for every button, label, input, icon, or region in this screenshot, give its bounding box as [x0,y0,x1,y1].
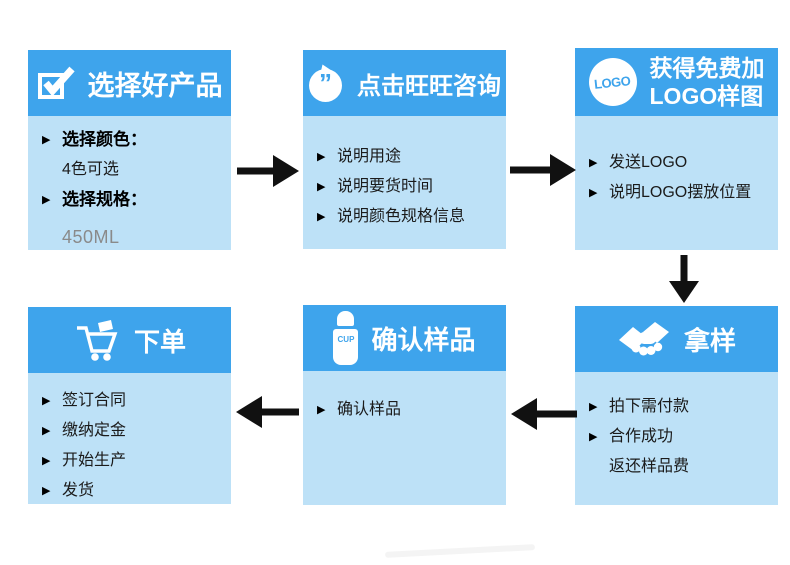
list-item: ▶ 发送LOGO [575,148,778,178]
step-title: 拿样 [683,325,736,356]
step-header: 下单 [28,307,231,373]
arrow-right-icon [510,154,576,186]
step-body: ▶ 选择颜色： ▶4色可选 ▶ 选择规格： ▶450ML [28,116,231,250]
list-item-label: 选择规格： [62,190,147,209]
list-item-label: 缴纳定金 [62,422,127,439]
list-item: ▶ 缴纳定金 [28,416,231,446]
step-box-wangwang-consult: ” 点击旺旺咨询 ▶ 说明用途 ▶ 说明要货时间 ▶ 说明颜色规格信息 [303,50,506,249]
step-box-confirm-sample: CUP 确认样品 ▶ 确认样品 [303,305,506,505]
step-header: 选择好产品 [28,50,231,116]
step-body: ▶ 发送LOGO ▶ 说明LOGO摆放位置 [575,116,778,250]
bullet-icon: ▶ [42,425,51,437]
list-item-label: 合作成功 [609,428,674,445]
step-header: 拿样 [575,306,778,372]
list-item: ▶ 签订合同 [28,386,231,416]
list-item-label: 返还样品费 [609,458,690,475]
cup-bottle-icon: CUP [333,311,359,365]
step-body: ▶ 确认样品 [303,371,506,505]
step-title: 选择好产品 [87,70,223,101]
list-item-label: 开始生产 [62,452,127,469]
list-item: ▶ 选择规格： [28,185,231,215]
arrow-left-icon [511,398,577,430]
logo-icon-label: LOGO [593,72,632,92]
list-item: ▶ 合作成功 [575,422,778,452]
list-item: ▶ 发货 [28,476,231,506]
list-item-label: 发货 [62,482,95,499]
list-item-label: 选择颜色： [62,130,147,149]
step-title: 确认样品 [371,324,476,355]
list-item: ▶返还样品费 [575,452,778,482]
bullet-icon: ▶ [42,395,51,407]
bullet-icon: ▶ [317,211,326,223]
list-item: ▶ 说明用途 [303,142,506,172]
step-body: ▶ 签订合同 ▶ 缴纳定金 ▶ 开始生产 ▶ 发货 [28,373,231,504]
bullet-icon: ▶ [589,157,598,169]
handshake-icon [618,322,669,356]
faint-watermark [384,544,536,558]
arrow-left-icon [236,396,299,428]
bullet-icon: ▶ [317,181,326,193]
list-item-label: 说明LOGO摆放位置 [609,184,752,201]
bullet-icon: ▶ [589,187,598,199]
list-item-label: 4色可选 [62,161,119,178]
cart-icon [76,320,118,361]
bullet-icon: ▶ [589,401,598,413]
step-title: 获得免费加 LOGO样图 [649,55,765,109]
bullet-icon: ▶ [42,455,51,467]
list-item-label: 450ML [62,227,120,247]
bullet-icon: ▶ [42,485,51,497]
step-body: ▶ 拍下需付款 ▶ 合作成功 ▶返还样品费 [575,372,778,505]
step-header: ” 点击旺旺咨询 [303,50,506,116]
list-item-label: 确认样品 [337,401,402,418]
chat-bubble-icon: ” [308,62,344,102]
list-item-label: 签订合同 [62,392,127,409]
bullet-icon: ▶ [42,134,51,146]
list-item-label: 发送LOGO [609,154,688,171]
list-item: ▶ 开始生产 [28,446,231,476]
list-item: ▶450ML [28,222,231,252]
list-item: ▶ 确认样品 [303,395,506,425]
list-item: ▶ 说明颜色规格信息 [303,202,506,232]
list-item: ▶ 选择颜色： [28,125,231,155]
step-header: CUP 确认样品 [303,305,506,371]
arrow-down-icon [669,255,699,303]
bullet-icon: ▶ [42,194,51,206]
bullet-icon: ▶ [317,151,326,163]
list-item-label: 拍下需付款 [609,398,690,415]
list-item: ▶ 说明要货时间 [303,172,506,202]
step-body: ▶ 说明用途 ▶ 说明要货时间 ▶ 说明颜色规格信息 [303,116,506,249]
bullet-icon: ▶ [589,431,598,443]
step-header: LOGO 获得免费加 LOGO样图 [575,48,778,116]
list-item-label: 说明颜色规格信息 [337,208,466,225]
list-item: ▶ 说明LOGO摆放位置 [575,178,778,208]
step-title: 下单 [133,326,186,357]
list-item-label: 说明要货时间 [337,178,434,195]
checkbox-icon [37,66,75,99]
list-item: ▶4色可选 [28,155,231,185]
step-box-free-logo-sample: LOGO 获得免费加 LOGO样图 ▶ 发送LOGO ▶ 说明LOGO摆放位置 [575,48,778,250]
arrow-right-icon [237,155,299,187]
list-item: ▶ 拍下需付款 [575,392,778,422]
quote-marks: ” [319,68,332,98]
step-box-place-order: 下单 ▶ 签订合同 ▶ 缴纳定金 ▶ 开始生产 ▶ 发货 [28,307,231,504]
bullet-icon: ▶ [317,404,326,416]
list-item-label: 说明用途 [337,148,402,165]
step-title: 点击旺旺咨询 [357,72,501,100]
logo-circle-icon: LOGO [588,58,637,106]
step-box-get-sample: 拿样 ▶ 拍下需付款 ▶ 合作成功 ▶返还样品费 [575,306,778,505]
step-box-select-product: 选择好产品 ▶ 选择颜色： ▶4色可选 ▶ 选择规格： ▶450ML [28,50,231,250]
cup-icon-label: CUP [337,335,355,344]
